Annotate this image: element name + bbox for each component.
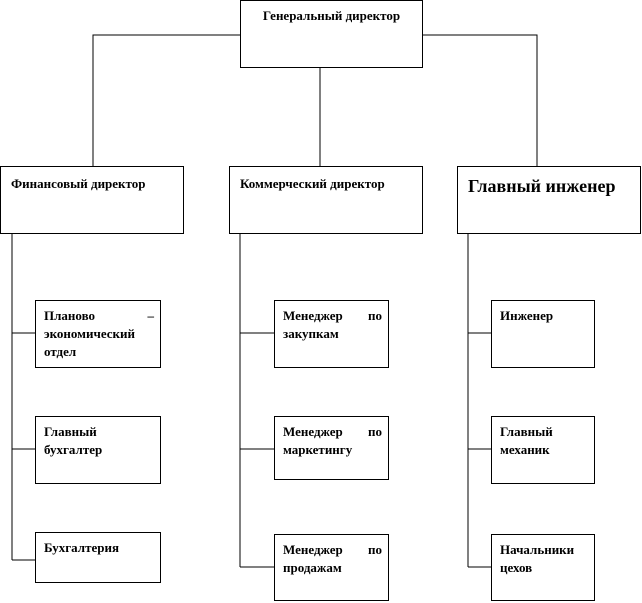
accounting-label: Бухгалтерия: [44, 540, 119, 555]
chief-mechanic-box: Главный механик: [491, 416, 595, 484]
planning-economic-dept-label: Планово – экономический отдел: [44, 308, 154, 359]
connector-ceo-financial: [92, 34, 240, 166]
financial-director-label: Финансовый директор: [11, 176, 146, 191]
marketing-manager-box: Менеджер по маркетингу: [274, 416, 389, 480]
engineer-box: Инженер: [491, 300, 595, 368]
marketing-manager-label: Менеджер по маркетингу: [283, 424, 382, 457]
commercial-director-box: Коммерческий директор: [229, 166, 423, 234]
planning-economic-dept-box: Планово – экономический отдел: [35, 300, 161, 368]
connector-ceo-engineer: [423, 34, 538, 166]
chief-mechanic-label: Главный механик: [500, 424, 553, 457]
financial-director-box: Финансовый директор: [0, 166, 184, 234]
procurement-manager-label: Менеджер по закупкам: [283, 308, 382, 341]
ceo-box: Генеральный директор: [240, 0, 423, 68]
shop-heads-label: Начальники цехов: [500, 542, 575, 575]
ceo-label: Генеральный директор: [262, 8, 401, 23]
sales-manager-box: Менеджер по продажам: [274, 534, 389, 601]
chief-engineer-label: Главный инженер: [468, 176, 616, 196]
engineer-label: Инженер: [500, 308, 554, 323]
accounting-box: Бухгалтерия: [35, 532, 161, 583]
sales-manager-label: Менеджер по продажам: [283, 542, 382, 575]
commercial-director-label: Коммерческий директор: [240, 176, 385, 191]
chief-accountant-label: Главный бухгалтер: [44, 424, 103, 457]
chief-accountant-box: Главный бухгалтер: [35, 416, 161, 484]
chief-engineer-box: Главный инженер: [457, 166, 641, 234]
shop-heads-box: Начальники цехов: [491, 534, 595, 601]
procurement-manager-box: Менеджер по закупкам: [274, 300, 389, 368]
